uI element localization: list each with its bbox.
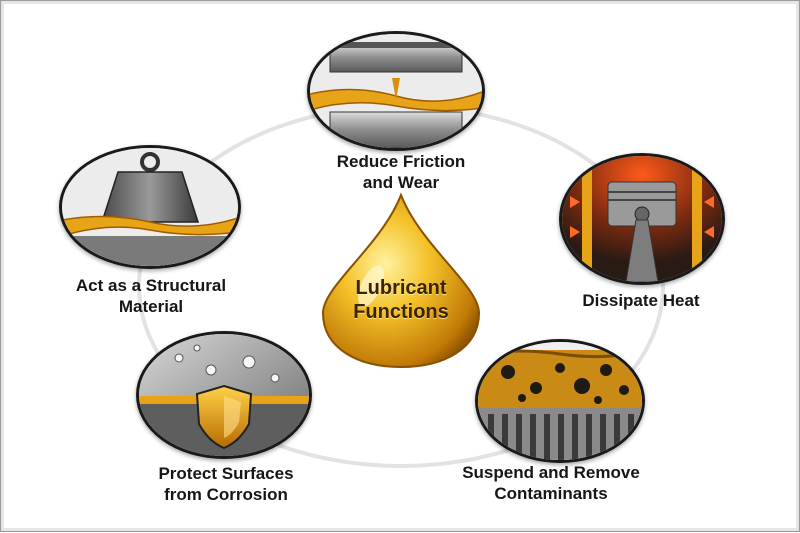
label-structural: Act as a Structural Material bbox=[31, 275, 271, 317]
center-title-line2: Functions bbox=[353, 301, 449, 323]
label-contaminants: Suspend and Remove Contaminants bbox=[421, 462, 681, 504]
piston-heat-icon bbox=[562, 156, 722, 282]
label-heat: Dissipate Heat bbox=[546, 290, 736, 311]
heat-circle bbox=[559, 153, 725, 285]
label-friction-line2: and Wear bbox=[362, 173, 440, 192]
corrosion-circle bbox=[136, 331, 312, 459]
label-friction: Reduce Friction and Wear bbox=[281, 151, 521, 193]
filter-particles-icon bbox=[478, 342, 642, 460]
label-corrosion: Protect Surfaces from Corrosion bbox=[101, 463, 351, 505]
contaminants-circle bbox=[475, 339, 645, 463]
center-title: Lubricant Functions bbox=[319, 276, 483, 324]
shield-droplets-icon bbox=[139, 334, 309, 456]
label-contaminants-line1: Suspend and Remove bbox=[462, 463, 640, 482]
structural-circle bbox=[59, 145, 241, 269]
friction-circle bbox=[307, 31, 485, 151]
weight-on-oil-icon bbox=[62, 148, 238, 266]
label-corrosion-line2: from Corrosion bbox=[164, 485, 288, 504]
label-structural-line1: Act as a Structural bbox=[75, 276, 227, 295]
label-contaminants-line2: Contaminants bbox=[494, 484, 608, 503]
bearing-plates-icon bbox=[310, 34, 482, 148]
label-structural-line2: Material bbox=[118, 297, 184, 316]
label-corrosion-line1: Protect Surfaces bbox=[158, 464, 294, 483]
center-title-line1: Lubricant bbox=[355, 277, 447, 299]
label-friction-line1: Reduce Friction bbox=[336, 152, 466, 171]
oil-drop-icon bbox=[321, 192, 481, 369]
label-heat-line1: Dissipate Heat bbox=[582, 291, 700, 310]
